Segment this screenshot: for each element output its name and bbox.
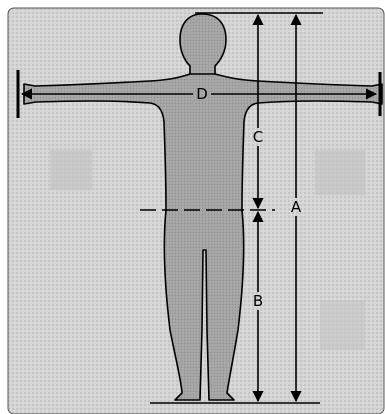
label-c: C (253, 128, 263, 146)
label-b: B (253, 292, 263, 310)
label-d: D (196, 85, 208, 103)
label-a: A (291, 198, 302, 216)
bg-tile (320, 300, 365, 350)
bg-tile (50, 150, 92, 190)
bg-tile (315, 150, 365, 195)
